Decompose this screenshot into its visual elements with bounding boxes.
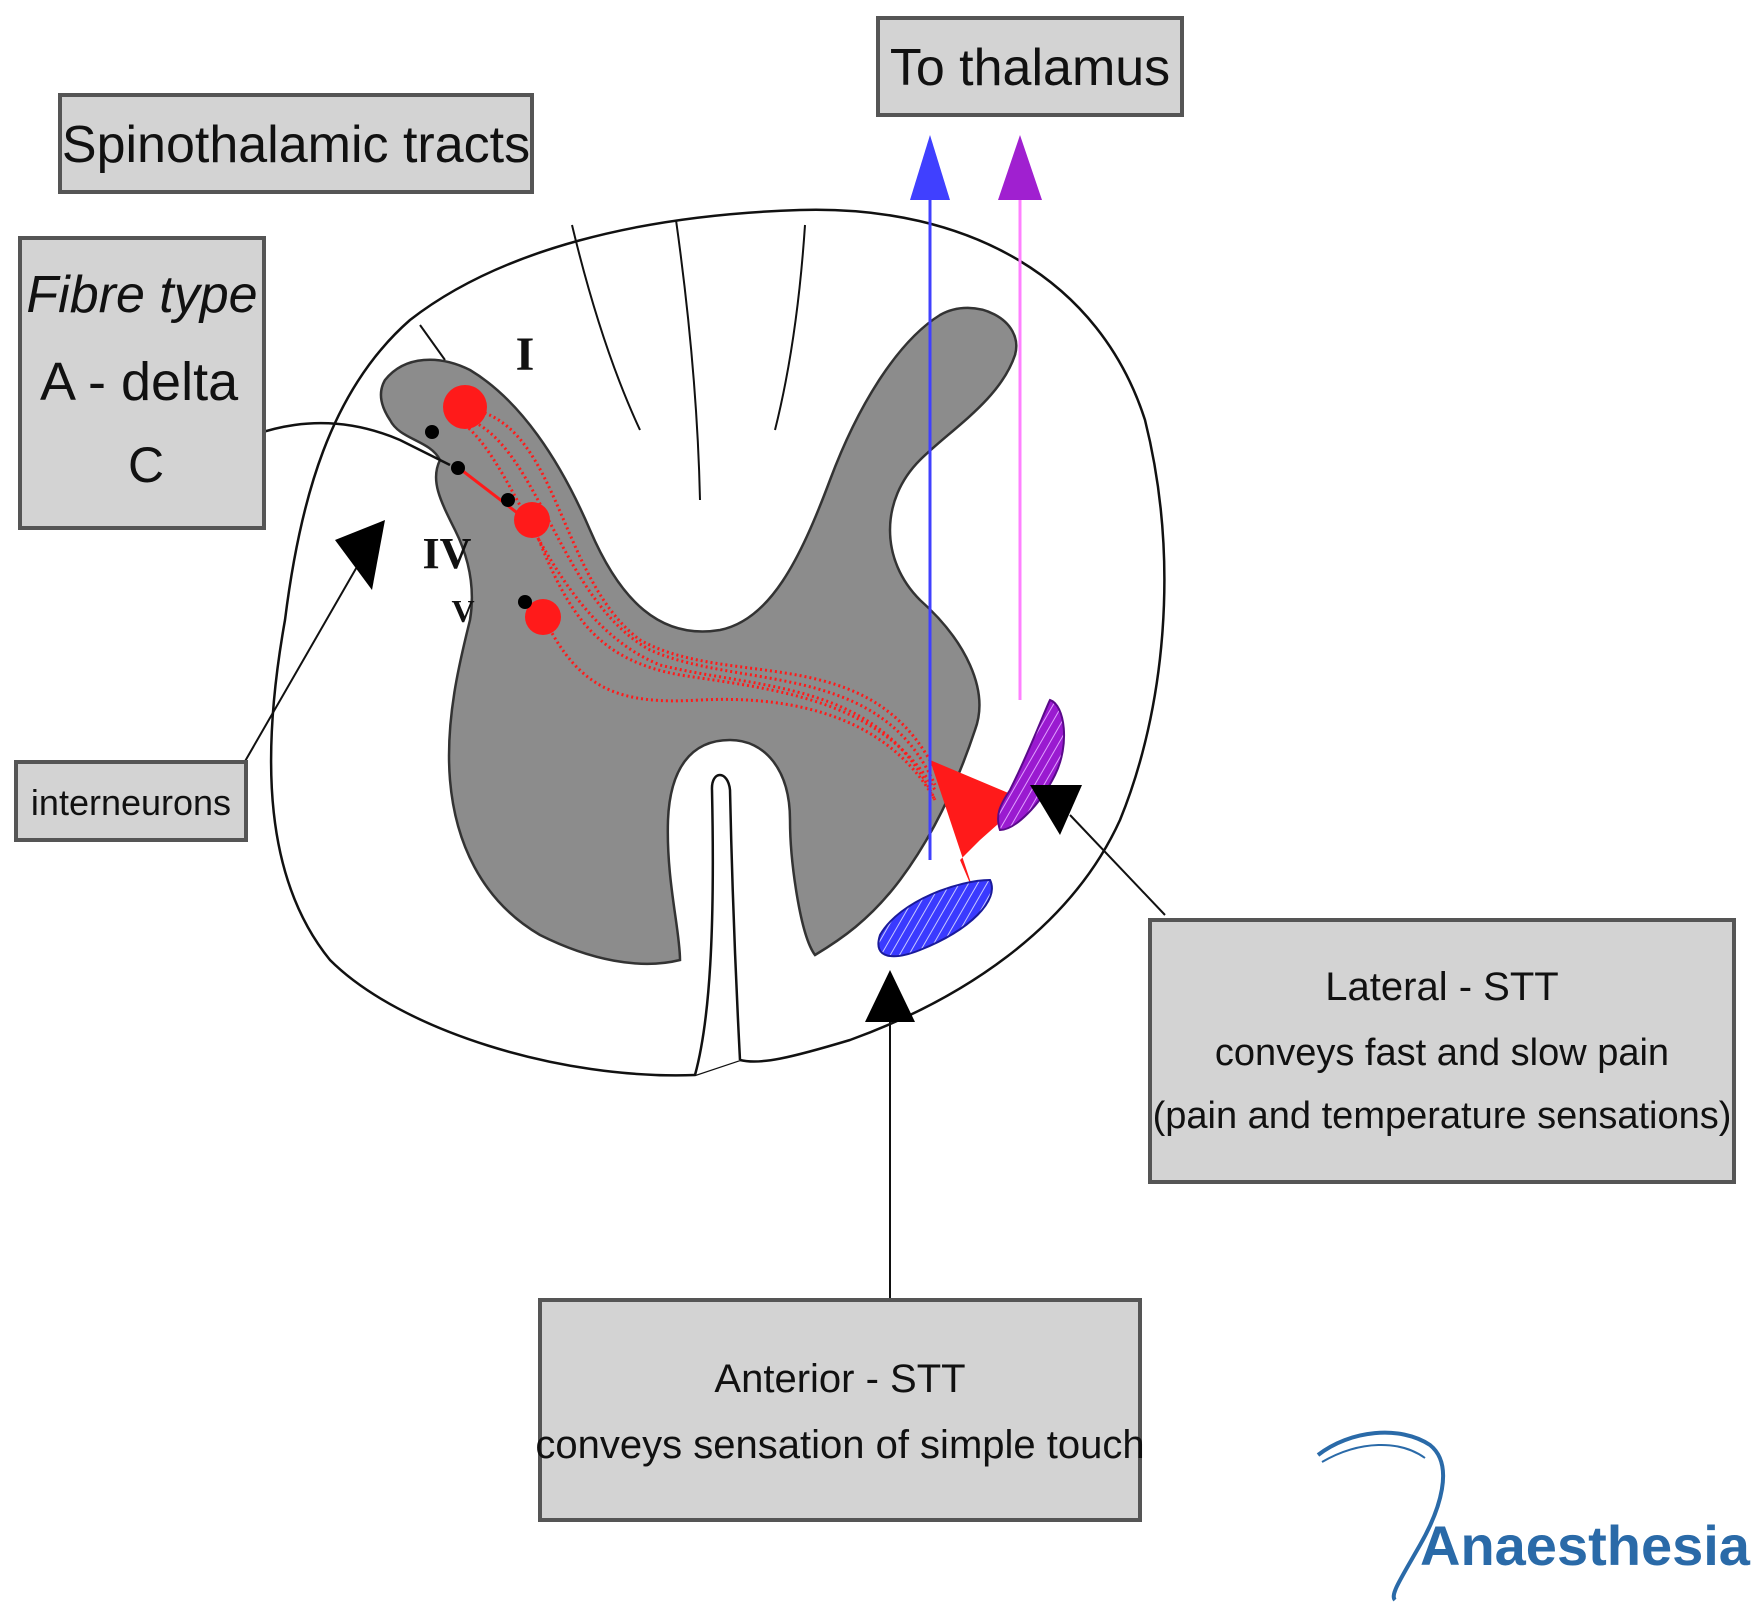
lamina-iv-label: IV (423, 529, 472, 578)
lateral-stt-line1: conveys fast and slow pain (1215, 1032, 1669, 1074)
projection-fiber (543, 619, 937, 801)
fibre-type-box (18, 236, 266, 530)
interneurons-label: interneurons (31, 782, 231, 823)
lateral-stt-line2: (pain and temperature sensations) (1153, 1095, 1732, 1137)
logo-swoosh-inner (1321, 1443, 1426, 1463)
anterior-pointer-arrowhead (865, 970, 915, 1022)
lateral-pointer-line (1069, 814, 1166, 916)
thalamus-box (876, 16, 1184, 117)
anterior-stt-box (538, 1298, 1142, 1522)
neuron-lamina-5 (525, 599, 561, 635)
diagram-title: Spinothalamic tracts (62, 116, 530, 174)
lateral-pointer-arrowhead (1030, 785, 1082, 835)
lateral-ascending-arrowhead (998, 135, 1042, 200)
title-box (58, 93, 534, 194)
fibre-type-a-delta: A - delta (40, 352, 239, 412)
lateral-stt-box (1148, 918, 1736, 1184)
fibre-type-heading: Fibre type (26, 266, 257, 324)
dorsal-septum-left (571, 224, 641, 431)
lissauer-line (419, 324, 446, 361)
lamina-v-label: V (451, 593, 474, 629)
interneuron (501, 493, 515, 507)
lamina-i-label: I (516, 328, 535, 381)
logo-text-anaesthesia: Anaesthesia (1420, 1514, 1751, 1577)
anterior-ascending-arrowhead (910, 135, 950, 200)
ventral-median-fissure (693, 773, 742, 1076)
projection-fiber (469, 418, 937, 786)
logo-swoosh (1316, 1430, 1446, 1602)
anaesthesia-uk-logo: AnaesthesiaUK (1316, 1430, 1751, 1602)
decussation-arrowhead (930, 760, 1025, 895)
anterior-stt-tract (877, 878, 993, 958)
anterior-stt-line1: conveys sensation of simple touch (535, 1423, 1144, 1467)
logo-text-uk: UK (1750, 1514, 1751, 1577)
projection-fiber (533, 529, 937, 791)
interneurons-box (14, 760, 248, 842)
interneuron (518, 595, 532, 609)
anterior-stt-name: Anterior - STT (714, 1357, 965, 1401)
projection-fiber (474, 408, 937, 771)
lateral-stt-tract (997, 698, 1066, 832)
interneuron (425, 425, 439, 439)
fibre-type-c: C (128, 437, 164, 493)
dorsal-septum-right (774, 224, 806, 431)
interneurons-pointer-arrowhead (335, 520, 385, 590)
svg-text:AnaesthesiaUK: AnaesthesiaUK (1420, 1514, 1751, 1577)
thalamus-label: To thalamus (890, 39, 1170, 97)
neuron-lamina-1 (443, 385, 487, 429)
lateral-stt-name: Lateral - STT (1325, 965, 1558, 1009)
interneurons-pointer-line (239, 564, 359, 771)
neuron-lamina-4 (514, 502, 550, 538)
grey-matter (379, 306, 1018, 966)
interneuron (451, 461, 465, 475)
dorsal-septum (675, 219, 701, 501)
